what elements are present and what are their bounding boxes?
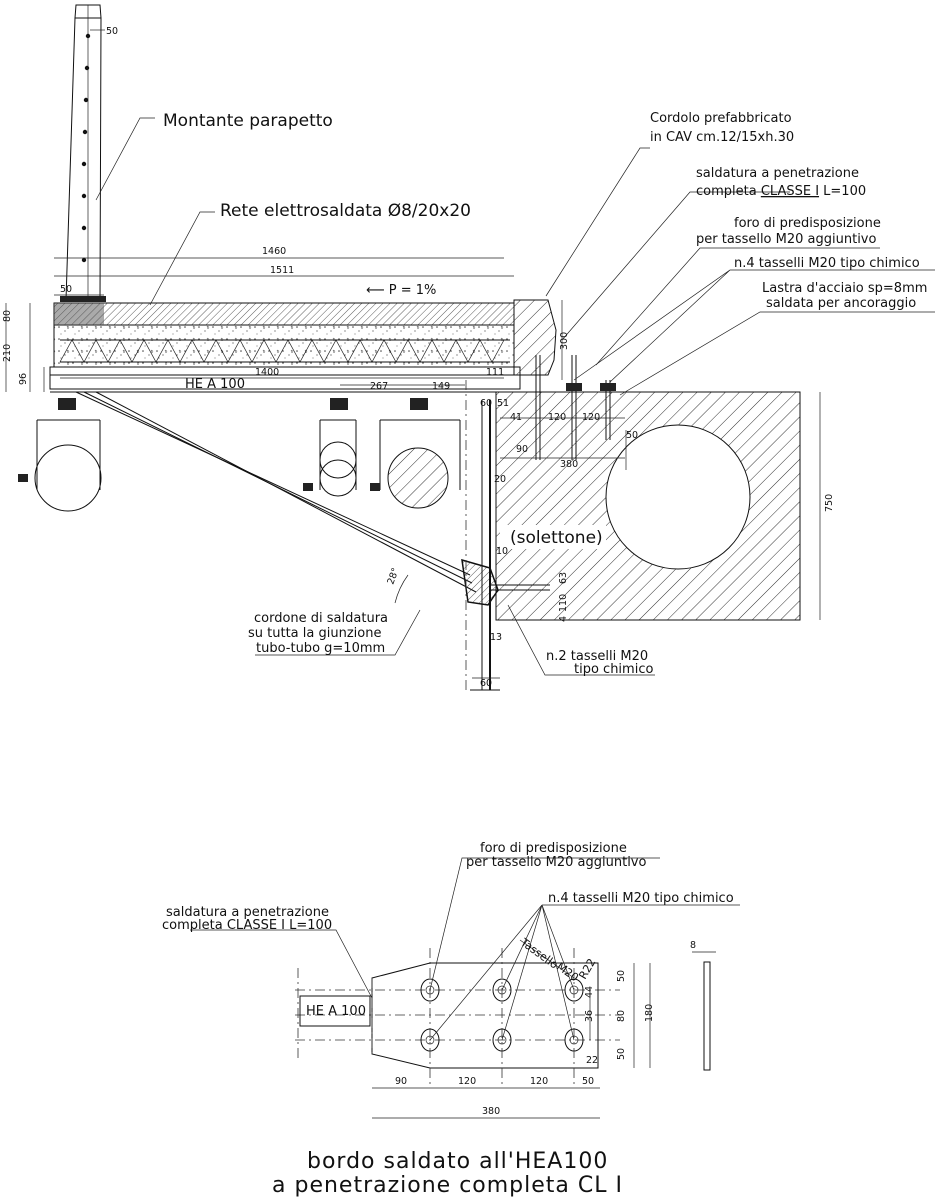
dim-text: 149 [432, 381, 450, 392]
dim-text: 13 [490, 632, 502, 643]
label-cordolo-1: Cordolo prefabbricato [650, 111, 792, 126]
label-foro-1: foro di predisposizione [734, 216, 881, 231]
dim-text: 267 [370, 381, 388, 392]
dim-text: 110 [558, 594, 569, 612]
plan-label-r22: R22 [576, 956, 598, 981]
dim-text: 50 [60, 284, 72, 295]
dim-text: 28° [385, 566, 401, 586]
dim-text: 1511 [270, 265, 294, 276]
label-saldatura-1: saldatura a penetrazione [696, 166, 859, 181]
leader-lines [95, 117, 935, 676]
dimension-lines [5, 257, 821, 679]
dim-text: 120 [548, 412, 566, 423]
dim-text: 90 [516, 444, 528, 455]
section-view: Montante parapetto Rete elettrosaldata Ø… [2, 4, 935, 691]
strut [75, 380, 550, 691]
solettone-block [495, 391, 801, 621]
dim-text: 20 [494, 474, 506, 485]
dim-text: 44 [584, 986, 595, 998]
dim-text: 4 [558, 616, 569, 622]
dim-text: 210 [2, 344, 13, 362]
label-tasselli2-1: n.2 tasselli M20 [546, 649, 648, 664]
label-tasselli2-2: tipo chimico [574, 662, 653, 677]
label-tasselli4: n.4 tasselli M20 tipo chimico [734, 256, 920, 271]
label-rete: Rete elettrosaldata Ø8/20x20 [220, 201, 471, 221]
dim-text: 96 [18, 373, 29, 385]
kerb [513, 299, 557, 376]
plan-view: foro di predisposizione per tassello M20… [162, 841, 740, 1119]
plan-label-saldatura-2: completa CLASSE I L=100 [162, 918, 332, 933]
deck-slab [49, 302, 521, 393]
label-lastra-1: Lastra d'acciaio sp=8mm [762, 281, 927, 296]
dim-text: 36 [584, 1010, 595, 1022]
dim-text: 380 [560, 459, 578, 470]
label-cordone-1: cordone di saldatura [254, 611, 388, 626]
dim-text: 80 [616, 1010, 627, 1022]
plan-label-tasselli4: n.4 tasselli M20 tipo chimico [548, 891, 734, 906]
dim-text: 180 [644, 1004, 655, 1022]
dim-text: 80 [2, 310, 13, 322]
label-cordone-3: tubo-tubo g=10mm [256, 641, 385, 656]
plan-label-saldatura-1: saldatura a penetrazione [166, 905, 329, 920]
plan-label-hea: HE A 100 [306, 1004, 366, 1019]
dim-text: 51 [497, 398, 509, 409]
label-montante: Montante parapetto [163, 111, 333, 131]
label-solettone: (solettone) [510, 528, 603, 548]
label-cordolo-2: in CAV cm.12/15xh.30 [650, 130, 794, 145]
dim-text: 1460 [262, 246, 286, 257]
dim-text: 111 [486, 367, 504, 378]
dim-text: 22 [586, 1055, 598, 1066]
plan-label-m20: M20 [554, 960, 581, 984]
drawing-title-line1: bordo saldato all'HEA100 [307, 1149, 608, 1174]
dim-text: 8 [690, 940, 696, 951]
parapet-post [60, 4, 106, 302]
anchors [535, 355, 616, 460]
plan-label-foro-2: per tassello M20 aggiuntivo [466, 855, 646, 870]
dim-text: 10 [496, 546, 508, 557]
label-cordone-2: su tutta la giunzione [248, 626, 381, 641]
dim-text: 50 [616, 970, 627, 982]
dim-text: 60 [480, 678, 492, 689]
dim-text: 300 [559, 332, 570, 350]
dim-text: 50 [626, 430, 638, 441]
label-saldatura-2: completa CLASSE I L=100 [696, 184, 866, 199]
dim-text: 41 [510, 412, 522, 423]
label-lastra-2: saldata per ancoraggio [766, 296, 916, 311]
plan-label-foro-1: foro di predisposizione [480, 841, 627, 856]
dim-text: 50 [582, 1076, 594, 1087]
pipes [18, 398, 461, 512]
dim-text: 750 [824, 494, 835, 512]
drawing-title-line2: a penetrazione completa CL I [272, 1173, 623, 1198]
dim-text: 120 [530, 1076, 548, 1087]
dim-text: 380 [482, 1106, 500, 1117]
dim-text: 63 [558, 572, 569, 584]
dim-text: 120 [582, 412, 600, 423]
dim-text: 50 [616, 1048, 627, 1060]
dim-text: 1400 [255, 367, 279, 378]
label-hea: HE A 100 [185, 377, 245, 392]
dim-text: 90 [395, 1076, 407, 1087]
dim-text: 50 [106, 26, 118, 37]
dim-text: 120 [458, 1076, 476, 1087]
label-slope: ⟵ P = 1% [366, 283, 436, 298]
dim-text: 60 [480, 398, 492, 409]
label-foro-2: per tassello M20 aggiuntivo [696, 232, 876, 247]
